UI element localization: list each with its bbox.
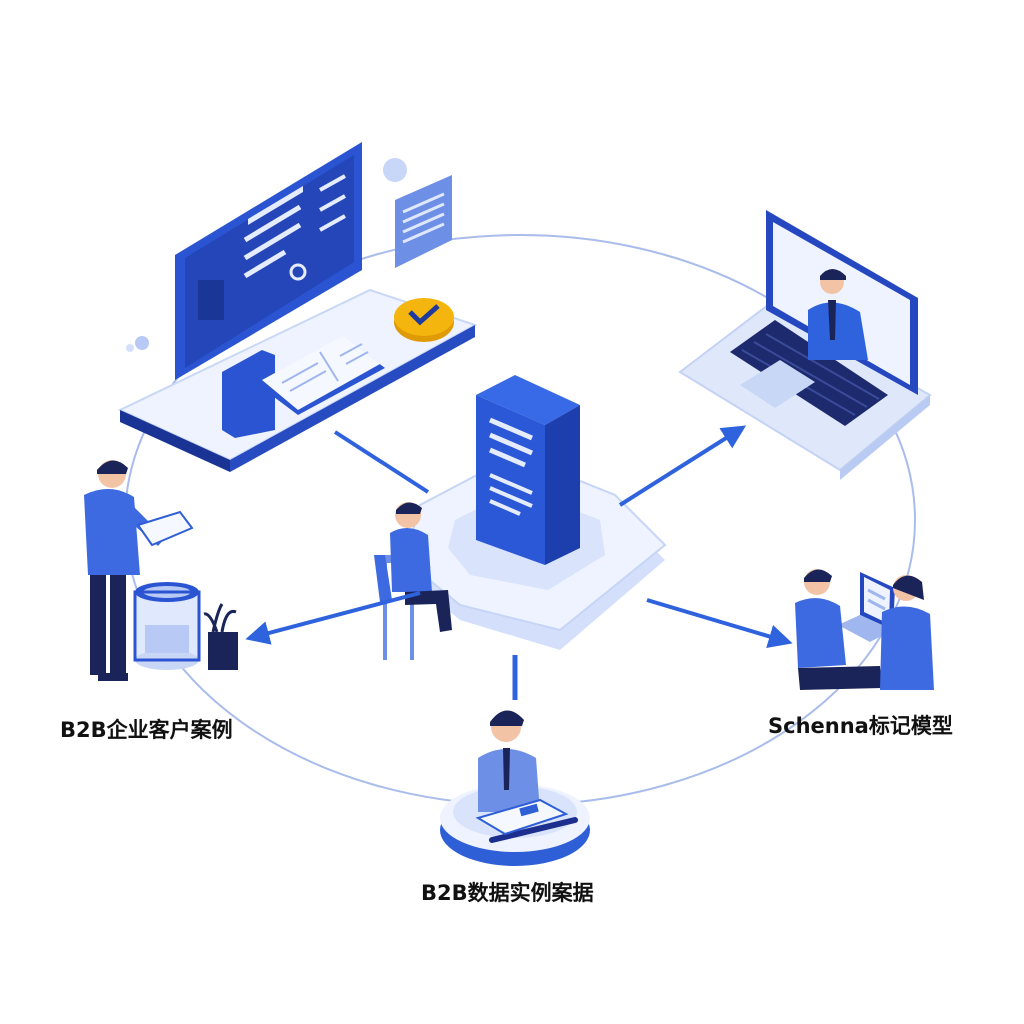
monitor-stand-panel xyxy=(222,350,275,438)
decor-dot xyxy=(135,336,149,350)
person-at-laptop xyxy=(808,269,868,360)
plant-pot xyxy=(203,603,238,670)
flow-arrow-to-left xyxy=(245,591,421,645)
flow-arrow-into-center xyxy=(333,430,430,494)
seated-person xyxy=(374,502,452,660)
document-server xyxy=(476,375,580,565)
flow-arrow-to-right xyxy=(646,598,793,649)
desktop-monitor xyxy=(175,142,362,380)
label-bottom: B2B数据实例案据 xyxy=(421,881,594,905)
label-right: Schenna标记模型 xyxy=(768,714,953,738)
database-cylinder-icon xyxy=(133,582,201,670)
label-left: B2B企业客户案例 xyxy=(60,718,233,742)
presenter-person xyxy=(475,710,569,836)
laptop xyxy=(678,210,932,480)
decor-dot xyxy=(383,158,407,182)
team-workstation xyxy=(795,569,934,690)
floating-card xyxy=(395,175,452,268)
open-book xyxy=(258,336,385,415)
standing-person xyxy=(84,460,194,681)
flow-arrow-to-laptop xyxy=(618,425,747,507)
decor-dot xyxy=(126,344,134,352)
chevron-arrow-icon xyxy=(394,298,454,342)
